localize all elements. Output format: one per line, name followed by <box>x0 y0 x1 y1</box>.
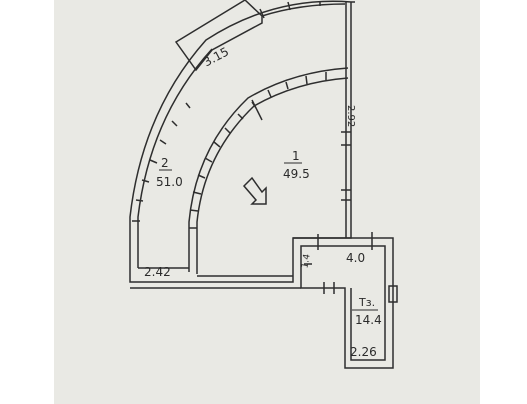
room3-name: Тз. <box>358 296 375 309</box>
inner-curved-wall-inner-line <box>196 77 349 274</box>
dim-2-92: 2.92 <box>345 105 356 127</box>
bathroom-window <box>388 285 398 303</box>
entrance-arrow-icon <box>242 176 267 205</box>
room2-number: 2 <box>161 156 169 170</box>
paper-background <box>54 0 480 404</box>
inner-curved-wall <box>188 67 349 272</box>
room1-number: 1 <box>292 149 300 163</box>
bathroom-ticks <box>304 232 373 294</box>
outer-arc-ticks <box>132 1 321 222</box>
hall-bottom-wall <box>130 267 301 289</box>
dim-2-26: 2.26 <box>350 345 377 359</box>
dim-2-42: 2.42 <box>144 265 171 279</box>
room1-area: 49.5 <box>283 167 310 181</box>
balcony-3-15 <box>174 0 263 72</box>
dim-1-4: 1.4 <box>300 253 312 269</box>
outer-arc-inner-line <box>137 48 213 268</box>
room3-area: 14.4 <box>355 313 382 327</box>
bathroom-outline <box>293 237 394 369</box>
diagonal-mark <box>251 99 263 121</box>
dim-3-15: 3.15 <box>201 44 231 69</box>
right-wall-door-marks <box>341 131 351 201</box>
outer-arc-top-line <box>261 3 346 17</box>
room2-area: 51.0 <box>156 175 183 189</box>
dim-4-0: 4.0 <box>346 251 365 265</box>
